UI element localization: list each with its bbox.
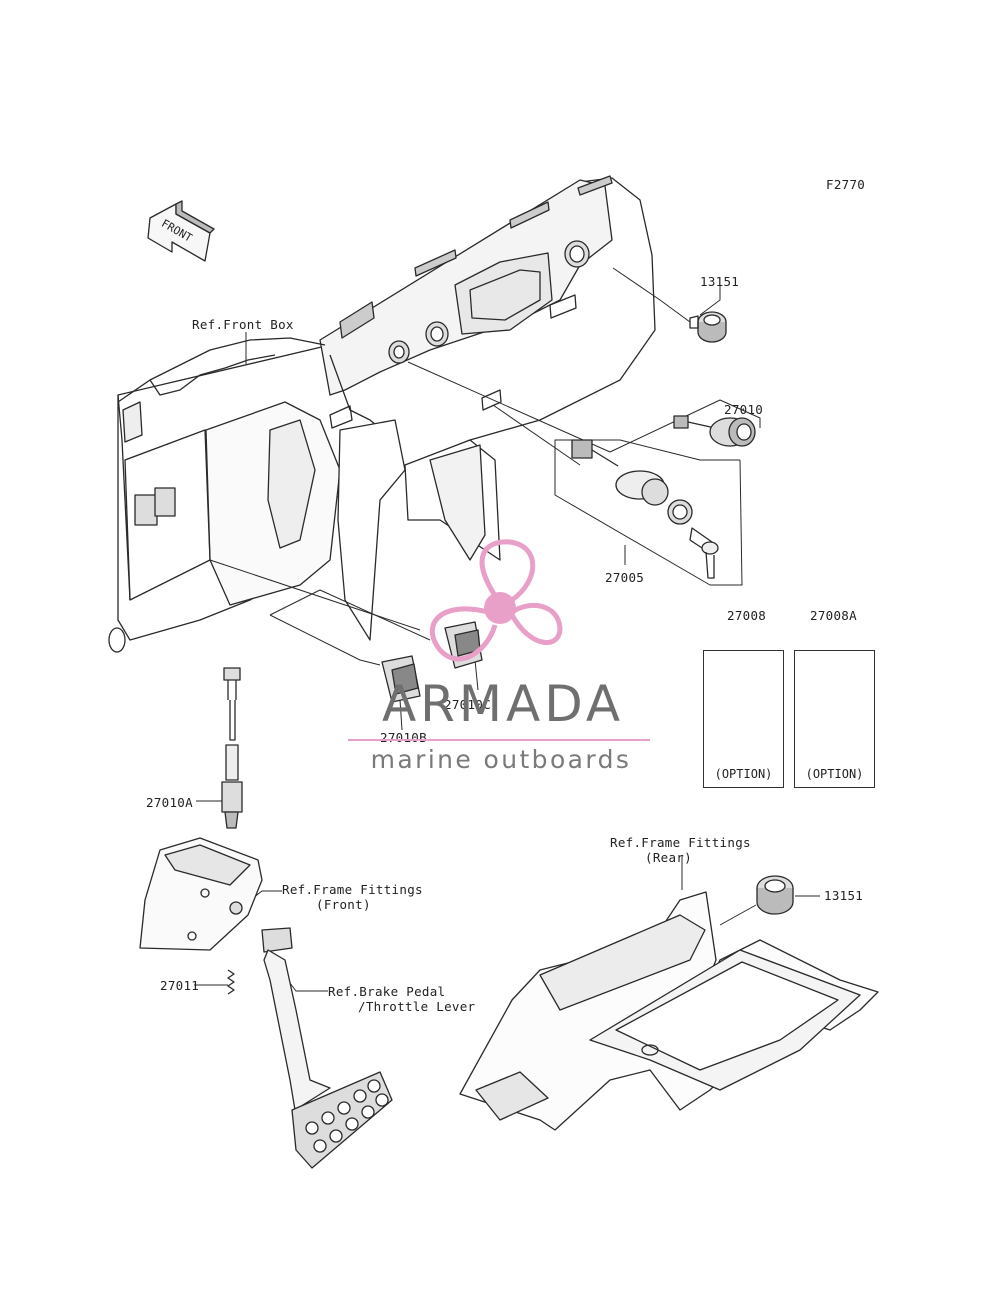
part-27008A-label: 27008A: [810, 608, 857, 623]
part-27008-label: 27008: [727, 608, 767, 623]
part-27005-label: 27005: [605, 570, 645, 585]
watermark-name: ARMADA: [381, 675, 625, 733]
ref-brake-label-1: Ref.Brake Pedal: [328, 984, 446, 999]
figure-code: F2770: [826, 177, 866, 192]
part-27010-label: 27010: [724, 402, 764, 417]
part-27010B-label: 27010B: [380, 730, 427, 745]
ref-frame-front-label-2: (Front): [316, 897, 371, 912]
option-label-27008A: (OPTION): [805, 767, 864, 781]
socket-13151-top: [689, 311, 727, 343]
part-27010A-label: 27010A: [146, 795, 193, 810]
ref-brake-label-2: /Throttle Lever: [358, 999, 476, 1014]
front-arrow-icon: FRONT: [147, 200, 215, 262]
option-label-27008: (OPTION): [714, 767, 773, 781]
dashboard-panel: [108, 175, 656, 653]
ref-frame-front-label-1: Ref.Frame Fittings: [282, 882, 423, 897]
option-box-27008: (OPTION): [703, 650, 784, 788]
rear-floor-tray: [459, 891, 879, 1131]
part-27011-label: 27011: [160, 978, 200, 993]
socket-13151-rear: [756, 875, 794, 915]
brake-pedal: [261, 927, 393, 1169]
watermark-tagline: marine outboards: [370, 745, 632, 774]
ref-front-box-label: Ref.Front Box: [192, 317, 294, 332]
option-box-27008A: (OPTION): [794, 650, 875, 788]
watermark-rule: [348, 739, 650, 741]
part-27010C-label: 27010C: [444, 697, 491, 712]
part-13151-rear-label: 13151: [824, 888, 864, 903]
spring-27011: [227, 969, 235, 995]
switch-set-27005: [571, 439, 719, 579]
armada-propeller-logo: [429, 539, 563, 662]
brake-switch-27010A: [221, 667, 243, 829]
ref-frame-rear-label-2: (Rear): [645, 850, 692, 865]
ref-frame-rear-label-1: Ref.Frame Fittings: [610, 835, 751, 850]
switch-27010: [673, 415, 756, 447]
front-frame-bracket: [139, 837, 263, 951]
rocker-switch-27010B: [381, 655, 421, 703]
part-13151-top-label: 13151: [700, 274, 740, 289]
